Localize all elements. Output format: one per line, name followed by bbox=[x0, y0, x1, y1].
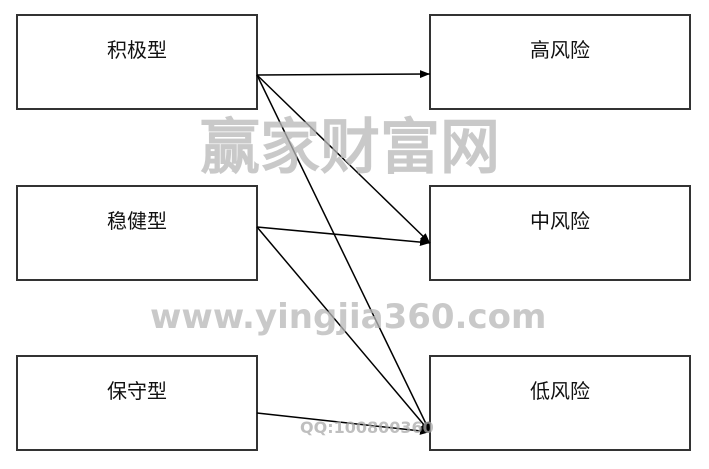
node-medium-risk: 中风险 bbox=[429, 185, 691, 281]
edge-arrow bbox=[256, 412, 431, 435]
node-label: 低风险 bbox=[530, 379, 590, 403]
node-label: 稳健型 bbox=[107, 209, 167, 233]
node-label: 高风险 bbox=[530, 38, 590, 62]
edge-arrow bbox=[256, 74, 431, 433]
edge-arrow bbox=[256, 226, 431, 247]
node-balanced: 稳健型 bbox=[16, 185, 258, 281]
node-label: 积极型 bbox=[107, 38, 167, 62]
node-high-risk: 高风险 bbox=[429, 14, 691, 110]
node-label: 中风险 bbox=[530, 209, 590, 233]
edge-arrow bbox=[256, 70, 431, 79]
node-aggressive: 积极型 bbox=[16, 14, 258, 110]
edge-arrow bbox=[256, 74, 431, 244]
node-low-risk: 低风险 bbox=[429, 355, 691, 451]
node-conservative: 保守型 bbox=[16, 355, 258, 451]
node-label: 保守型 bbox=[107, 379, 167, 403]
edge-arrow bbox=[256, 226, 431, 433]
